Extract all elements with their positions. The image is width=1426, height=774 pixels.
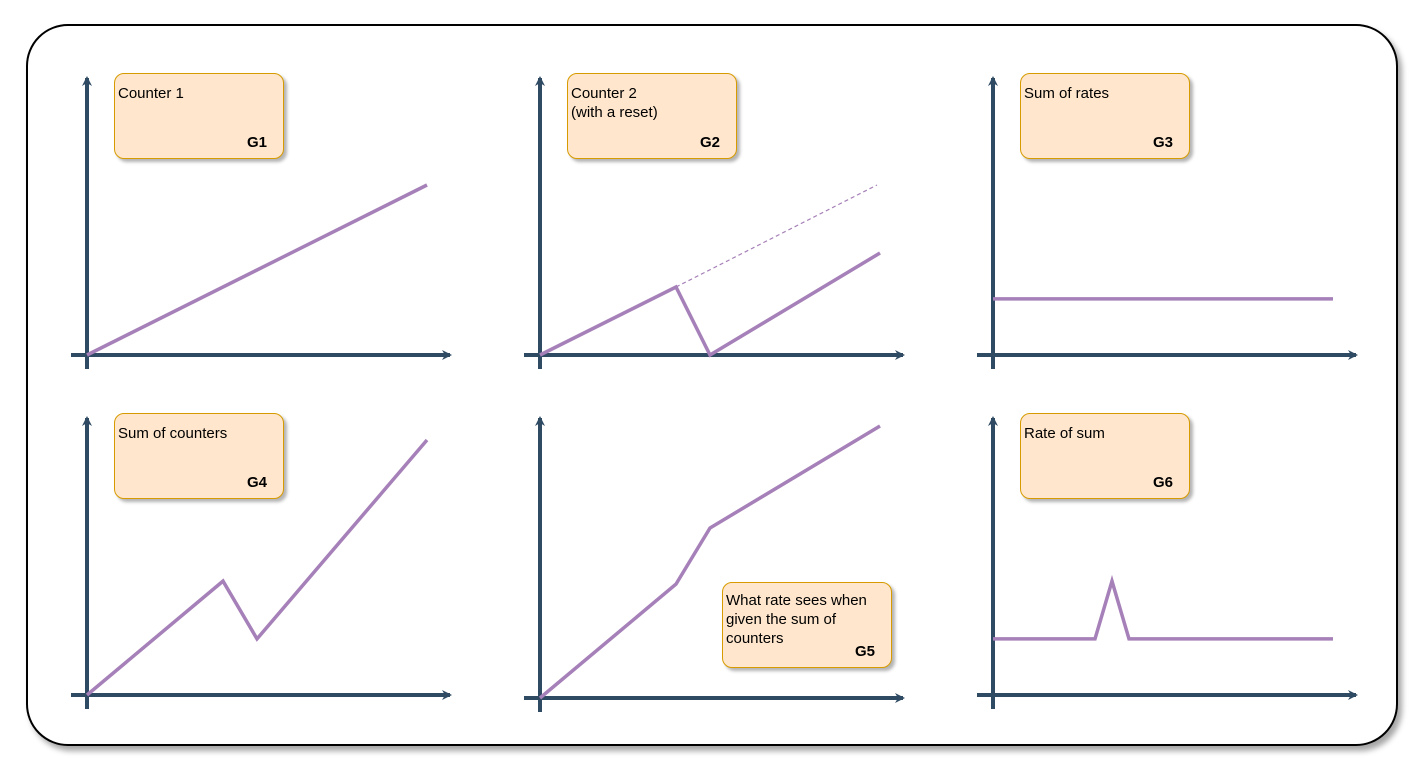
note-label: Sum of rates [1024,85,1110,102]
note-counter-2: Counter 2 (with a reset) G2 [567,73,737,159]
note-label: Rate of sum [1024,425,1105,442]
series-line [993,574,1333,641]
note-tag: G2 [699,134,720,151]
note-counter-1: Counter 1 G1 [114,73,284,159]
graph-g2 [524,76,905,369]
note-sum-of-counters: Sum of counters G4 [114,413,284,499]
projected-line [675,184,878,288]
note-tag: G4 [246,474,267,491]
note-rate-of-sum: Rate of sum G6 [1020,413,1190,499]
note-rate-sees-sum: What rate sees when given the sum of cou… [722,582,892,668]
note-tag: G5 [854,643,875,660]
note-label: Counter 2 (with a reset) [571,85,658,121]
graph-g3 [977,76,1358,369]
note-tag: G6 [1152,474,1173,491]
note-label: Counter 1 [118,85,184,102]
series-line [86,183,428,357]
series-line [85,438,429,697]
graph-g4 [71,416,452,709]
graph-g1 [71,76,452,369]
series-line [539,251,881,358]
note-label: Sum of counters [118,425,228,442]
note-tag: G1 [246,134,267,151]
graph-g5 [524,416,905,712]
note-sum-of-rates: Sum of rates G3 [1020,73,1190,159]
note-label: What rate sees when given the sum of cou… [726,592,867,647]
series-line [538,424,881,700]
graph-g6 [977,416,1358,709]
note-tag: G3 [1152,134,1173,151]
